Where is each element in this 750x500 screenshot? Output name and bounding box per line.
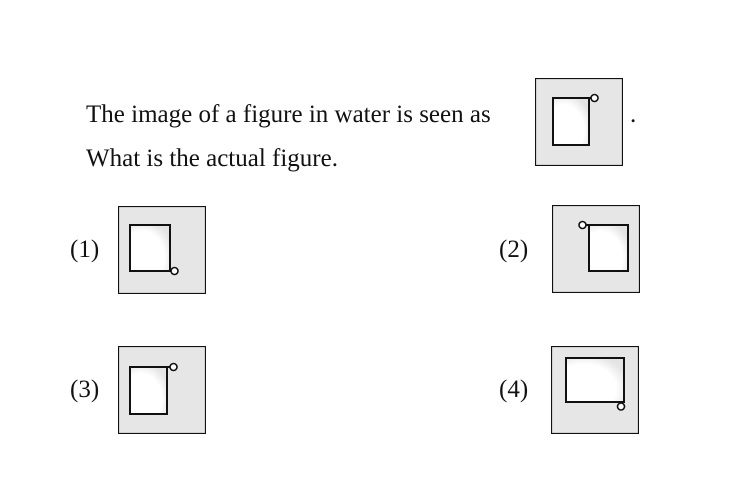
question-line-1: The image of a figure in water is seen a… bbox=[86, 101, 491, 128]
option-1-label: (1) bbox=[70, 236, 100, 263]
question-line-1-period: . bbox=[630, 101, 637, 128]
option-4-label: (4) bbox=[499, 376, 529, 403]
option-3-figure[interactable] bbox=[118, 346, 206, 434]
option-4-figure[interactable] bbox=[551, 346, 639, 434]
option-2-label: (2) bbox=[499, 236, 529, 263]
option-2-figure[interactable] bbox=[552, 205, 640, 293]
option-3-label: (3) bbox=[70, 376, 100, 403]
question-figure bbox=[535, 78, 623, 166]
question-line-2: What is the actual figure. bbox=[86, 145, 338, 172]
option-1-figure[interactable] bbox=[118, 206, 206, 294]
